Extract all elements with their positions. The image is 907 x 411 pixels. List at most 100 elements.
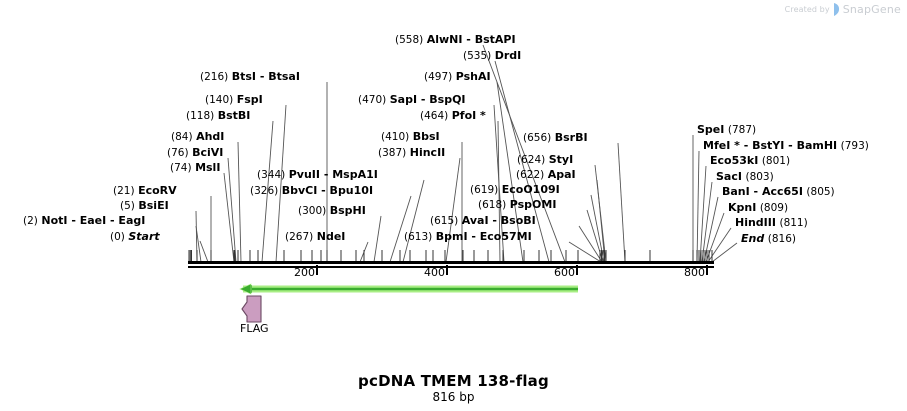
site-position: (793) <box>840 140 869 152</box>
site-label-816-end[interactable]: End (816) <box>741 232 796 246</box>
sequence-backbone-lower <box>188 266 714 268</box>
site-label-387[interactable]: (387) HincII <box>378 146 446 160</box>
site-label-793[interactable]: MfeI * - BstYI - BamHI (793) <box>703 139 869 153</box>
site-label-497[interactable]: (497) PshAI <box>424 70 491 84</box>
site-position: (344) <box>257 169 286 181</box>
site-label-216[interactable]: (216) BtsI - BtsaI <box>200 71 300 84</box>
site-enzymes: BsiEI <box>138 199 169 212</box>
site-enzymes: SpeI <box>697 123 725 136</box>
ruler-tick-600 <box>576 265 578 275</box>
site-position: (21) <box>113 185 135 197</box>
site-enzymes: PvuII - MspA1I <box>288 168 378 181</box>
site-position: (613) <box>404 231 433 243</box>
site-enzymes: BciVI <box>192 146 224 159</box>
site-label-805[interactable]: BanI - Acc65I (805) <box>722 185 835 199</box>
site-enzymes: HincII <box>409 146 446 159</box>
site-enzymes: BbvCI - Bpu10I <box>281 184 374 197</box>
site-position: (618) <box>478 199 507 211</box>
site-label-76[interactable]: (76) BciVI <box>167 146 224 160</box>
site-label-624[interactable]: (624) StyI <box>517 154 573 167</box>
site-position: (387) <box>378 147 407 159</box>
site-label-787[interactable]: SpeI (787) <box>697 123 757 137</box>
site-enzymes: Start <box>128 230 160 243</box>
site-label-140[interactable]: (140) FspI <box>205 93 263 107</box>
site-label-267[interactable]: (267) NdeI <box>285 231 345 244</box>
watermark-brand-label: SnapGene <box>842 3 901 16</box>
site-position: (615) <box>430 215 459 227</box>
site-enzymes: BanI - Acc65I <box>722 185 803 198</box>
site-position: (5) <box>120 200 135 212</box>
site-position: (118) <box>186 110 215 122</box>
site-enzymes: MfeI * - BstYI - BamHI <box>703 139 838 152</box>
site-label-535[interactable]: (535) DrdI <box>463 50 521 63</box>
site-label-656[interactable]: (656) BsrBI <box>523 132 588 145</box>
ruler-tick-800 <box>706 265 708 275</box>
site-position: (140) <box>205 94 234 106</box>
site-label-801[interactable]: Eco53kI (801) <box>710 154 790 168</box>
site-enzymes: PfoI * <box>451 109 486 122</box>
site-position: (0) <box>110 231 125 243</box>
ruler-label-400: 400 <box>424 266 445 279</box>
site-label-74[interactable]: (74) MslI <box>170 161 221 175</box>
site-label-613[interactable]: (613) BpmI - Eco57MI <box>404 230 532 244</box>
site-label-615[interactable]: (615) AvaI - BsoBI <box>430 214 536 228</box>
site-enzymes: End <box>741 232 765 245</box>
site-position: (497) <box>424 71 453 83</box>
site-label-803[interactable]: SacI (803) <box>716 170 774 184</box>
site-label-470[interactable]: (470) SapI - BspQI <box>358 93 466 107</box>
site-enzymes: NotI - EaeI - EagI <box>41 214 146 227</box>
site-label-0-start[interactable]: (0) Start <box>110 230 160 244</box>
site-label-619[interactable]: (619) EcoO109I <box>470 183 560 197</box>
ruler-tick-200 <box>316 265 318 275</box>
site-position: (410) <box>381 131 410 143</box>
site-position: (326) <box>250 185 279 197</box>
site-position: (816) <box>767 233 796 245</box>
site-enzymes: EcoO109I <box>501 183 560 196</box>
site-position: (624) <box>517 154 546 166</box>
site-label-622[interactable]: (622) ApaI <box>516 168 576 182</box>
snapgene-logo-icon <box>833 3 839 16</box>
site-position: (809) <box>759 202 789 214</box>
site-label-118[interactable]: (118) BstBI <box>186 109 251 123</box>
site-label-84[interactable]: (84) AhdI <box>171 130 225 144</box>
site-label-464[interactable]: (464) PfoI * <box>420 109 486 123</box>
site-enzymes: MslI <box>195 161 221 174</box>
site-label-5[interactable]: (5) BsiEI <box>120 199 169 213</box>
site-enzymes: PshAI <box>455 70 491 83</box>
site-label-558[interactable]: (558) AlwNI - BstAPI <box>395 33 516 47</box>
sequence-length-label: 816 bp <box>432 390 475 404</box>
site-enzymes: ApaI <box>547 168 576 181</box>
site-label-344[interactable]: (344) PvuII - MspA1I <box>257 168 378 182</box>
site-enzymes: Eco53kI <box>710 154 759 167</box>
site-enzymes: BpmI - Eco57MI <box>435 230 532 243</box>
site-label-300[interactable]: (300) BspHI <box>298 204 366 218</box>
site-position: (558) <box>395 34 424 46</box>
site-position: (216) <box>200 71 229 83</box>
site-enzymes: FspI <box>236 93 263 106</box>
site-enzymes: AvaI - BsoBI <box>461 214 536 227</box>
site-enzymes: SacI <box>716 170 742 183</box>
site-label-410[interactable]: (410) BbsI <box>381 131 440 144</box>
site-enzymes: AhdI <box>196 130 225 143</box>
site-position: (787) <box>727 124 757 136</box>
site-label-2[interactable]: (2) NotI - EaeI - EagI <box>23 214 146 228</box>
snapgene-watermark: Created by SnapGene <box>785 3 901 16</box>
site-enzymes: BstBI <box>217 109 251 122</box>
site-position: (464) <box>420 110 449 122</box>
site-label-809[interactable]: KpnI (809) <box>728 202 789 215</box>
site-enzymes: BspHI <box>329 204 366 217</box>
site-enzymes: SapI - BspQI <box>389 93 466 106</box>
site-label-618[interactable]: (618) PspOMI <box>478 199 556 212</box>
sequence-backbone-upper <box>188 261 714 264</box>
site-position: (267) <box>285 231 314 243</box>
site-label-21[interactable]: (21) EcoRV <box>113 184 177 198</box>
site-label-326[interactable]: (326) BbvCI - Bpu10I <box>250 184 374 198</box>
page-title: pcDNA TMEM 138-flag <box>358 372 549 390</box>
site-position: (805) <box>806 186 835 198</box>
site-position: (2) <box>23 215 38 227</box>
site-position: (300) <box>298 205 327 217</box>
site-label-811[interactable]: HindIII (811) <box>735 217 808 230</box>
site-enzymes: AlwNI - BstAPI <box>426 33 516 46</box>
site-enzymes: EcoRV <box>138 184 177 197</box>
